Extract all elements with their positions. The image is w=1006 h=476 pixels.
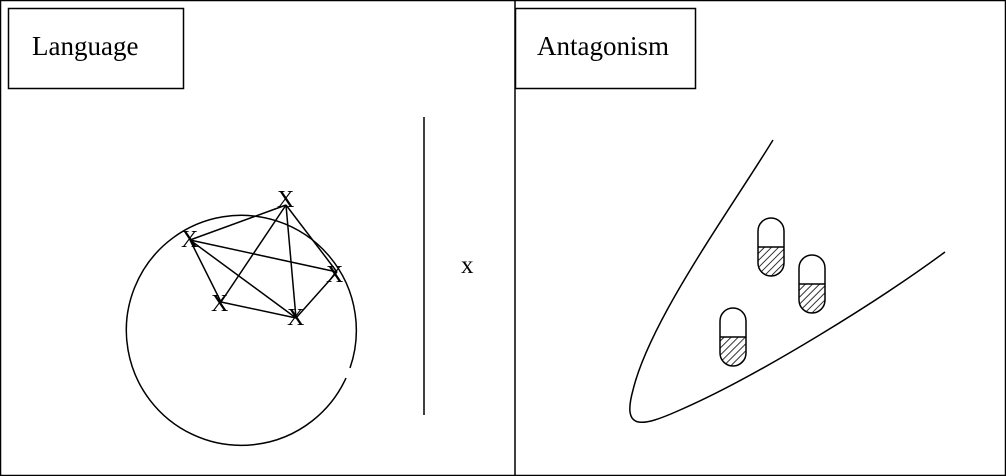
antagonism-title: Antagonism: [537, 31, 669, 61]
network-node: X: [277, 187, 295, 213]
language-title-box: [7, 7, 185, 90]
network-edges: [189, 204, 338, 319]
capsule: [719, 307, 747, 367]
edge: [295, 271, 338, 319]
community-circle: [125, 214, 358, 447]
language-title: Language: [32, 31, 139, 61]
edge: [189, 239, 338, 273]
edge: [189, 204, 287, 241]
edge: [189, 239, 222, 303]
antagonism-title-box: [514, 7, 697, 90]
network-node: X: [181, 227, 199, 253]
capsule: [757, 217, 785, 277]
network-node: X: [211, 291, 229, 317]
edge: [285, 204, 297, 319]
edge: [220, 301, 297, 319]
capsule: [798, 254, 826, 314]
field-wedge: [629, 139, 946, 423]
outside-node: x: [461, 252, 474, 279]
edge: [189, 239, 297, 319]
network-node: X: [287, 305, 305, 331]
edge: [285, 204, 338, 273]
edge: [220, 204, 287, 303]
network-node: X: [326, 262, 344, 288]
